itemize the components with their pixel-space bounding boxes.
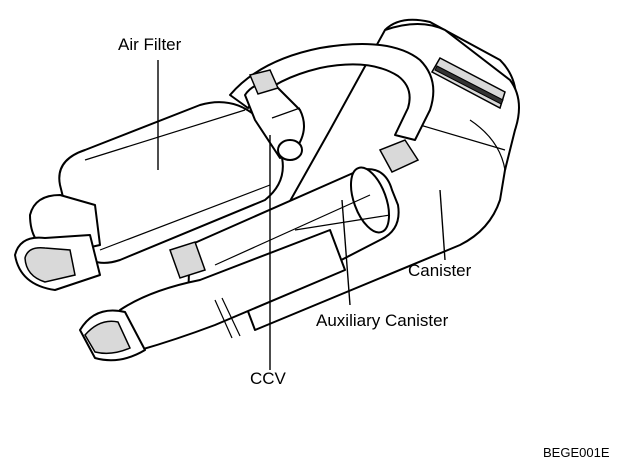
upper-hose — [229, 43, 435, 141]
auxiliary-canister-label: Auxiliary Canister — [316, 311, 449, 330]
air-filter-label: Air Filter — [118, 35, 182, 54]
canister-leader — [439, 189, 446, 261]
lower-tube — [79, 229, 346, 362]
figure-code: BEGE001E — [543, 445, 610, 460]
air-filter-body — [14, 101, 284, 291]
canister-label: Canister — [408, 261, 472, 280]
auxiliary-canister-leader — [341, 199, 351, 306]
ccv-label: CCV — [250, 369, 286, 388]
ccv-valve — [244, 69, 305, 161]
